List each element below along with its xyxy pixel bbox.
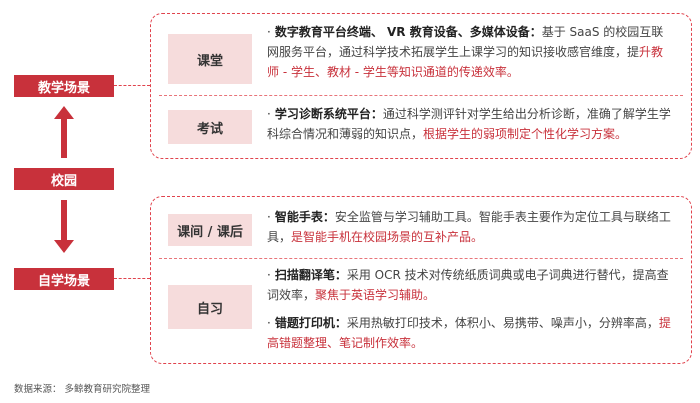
- item-text: 安全监管与学习辅助工具。智能手表主要作为定位工具与联络工具，: [267, 210, 671, 244]
- item-highlight: 提高错题整理、笔记制作效率。: [267, 316, 671, 350]
- item-wrong-question-printer: ·错题打印机：采用热敏打印技术，体积小、易携带、噪声小，分辨率高，提高错题整理、…: [267, 313, 675, 353]
- connector-top: [114, 85, 150, 86]
- item-keyword: 智能手表：: [274, 210, 335, 224]
- connector-bottom: [114, 278, 150, 279]
- campus-label: 校园: [14, 168, 114, 190]
- arrow-down-icon: [54, 240, 74, 253]
- bullet: ·: [267, 107, 271, 121]
- bullet: ·: [267, 210, 271, 224]
- item-highlight: 升教师 - 学生、教材 - 学生等知识通道的传递效率。: [267, 45, 664, 79]
- item-highlight: 根据学生的弱项制定个性化学习方案。: [423, 127, 628, 141]
- item-diagnosis-system: ·学习诊断系统平台：通过科学测评针对学生给出分析诊断，准确了解学生学科综合情况和…: [267, 104, 675, 144]
- item-highlight: 是智能手机在校园场景的互补产品。: [291, 230, 484, 244]
- category-break-after-class: 课间 / 课后: [168, 214, 252, 246]
- item-text: 通过科学测评针对学生给出分析诊断，准确了解学生学科综合情况和薄弱的知识点，: [267, 107, 671, 141]
- category-exam: 考试: [168, 110, 252, 144]
- item-keyword: 扫描翻译笔：: [274, 268, 347, 282]
- arrow-up-shaft: [61, 118, 67, 158]
- category-self-study: 自习: [168, 285, 252, 329]
- item-keyword: 数字教育平台终端、 VR 教育设备、多媒体设备：: [274, 25, 542, 39]
- panel-divider: [159, 95, 683, 96]
- item-text: 基于 SaaS 的校园互联网服务平台，通过科学技术拓展学生上课学习的知识接收感官…: [267, 25, 664, 59]
- bullet: ·: [267, 268, 271, 282]
- item-smart-watch: ·智能手表：安全监管与学习辅助工具。智能手表主要作为定位工具与联络工具，是智能手…: [267, 207, 675, 247]
- arrow-down-shaft: [61, 200, 67, 242]
- self-study-scene-panel: 课间 / 课后 ·智能手表：安全监管与学习辅助工具。智能手表主要作为定位工具与联…: [150, 196, 692, 364]
- category-classroom: 课堂: [168, 34, 252, 84]
- self-study-scene-label: 自学场景: [14, 268, 114, 290]
- teaching-scene-panel: 课堂 ·数字教育平台终端、 VR 教育设备、多媒体设备：基于 SaaS 的校园互…: [150, 13, 692, 159]
- item-text: 采用 OCR 技术对传统纸质词典或电子词典进行替代，提高查词效率，: [267, 268, 669, 302]
- bullet: ·: [267, 316, 271, 330]
- teaching-scene-label: 教学场景: [14, 75, 114, 97]
- item-keyword: 学习诊断系统平台：: [274, 107, 383, 121]
- item-scan-translation-pen: ·扫描翻译笔：采用 OCR 技术对传统纸质词典或电子词典进行替代，提高查词效率，…: [267, 265, 675, 305]
- item-keyword: 错题打印机：: [274, 316, 347, 330]
- item-text: 采用热敏打印技术，体积小、易携带、噪声小，分辨率高，: [346, 316, 659, 330]
- item-highlight: 聚焦于英语学习辅助。: [315, 288, 436, 302]
- item-digital-platform: ·数字教育平台终端、 VR 教育设备、多媒体设备：基于 SaaS 的校园互联网服…: [267, 22, 675, 82]
- data-source: 数据来源： 多鲸教育研究院整理: [14, 384, 151, 395]
- panel-divider: [159, 258, 683, 259]
- arrow-up-icon: [54, 106, 74, 119]
- bullet: ·: [267, 25, 271, 39]
